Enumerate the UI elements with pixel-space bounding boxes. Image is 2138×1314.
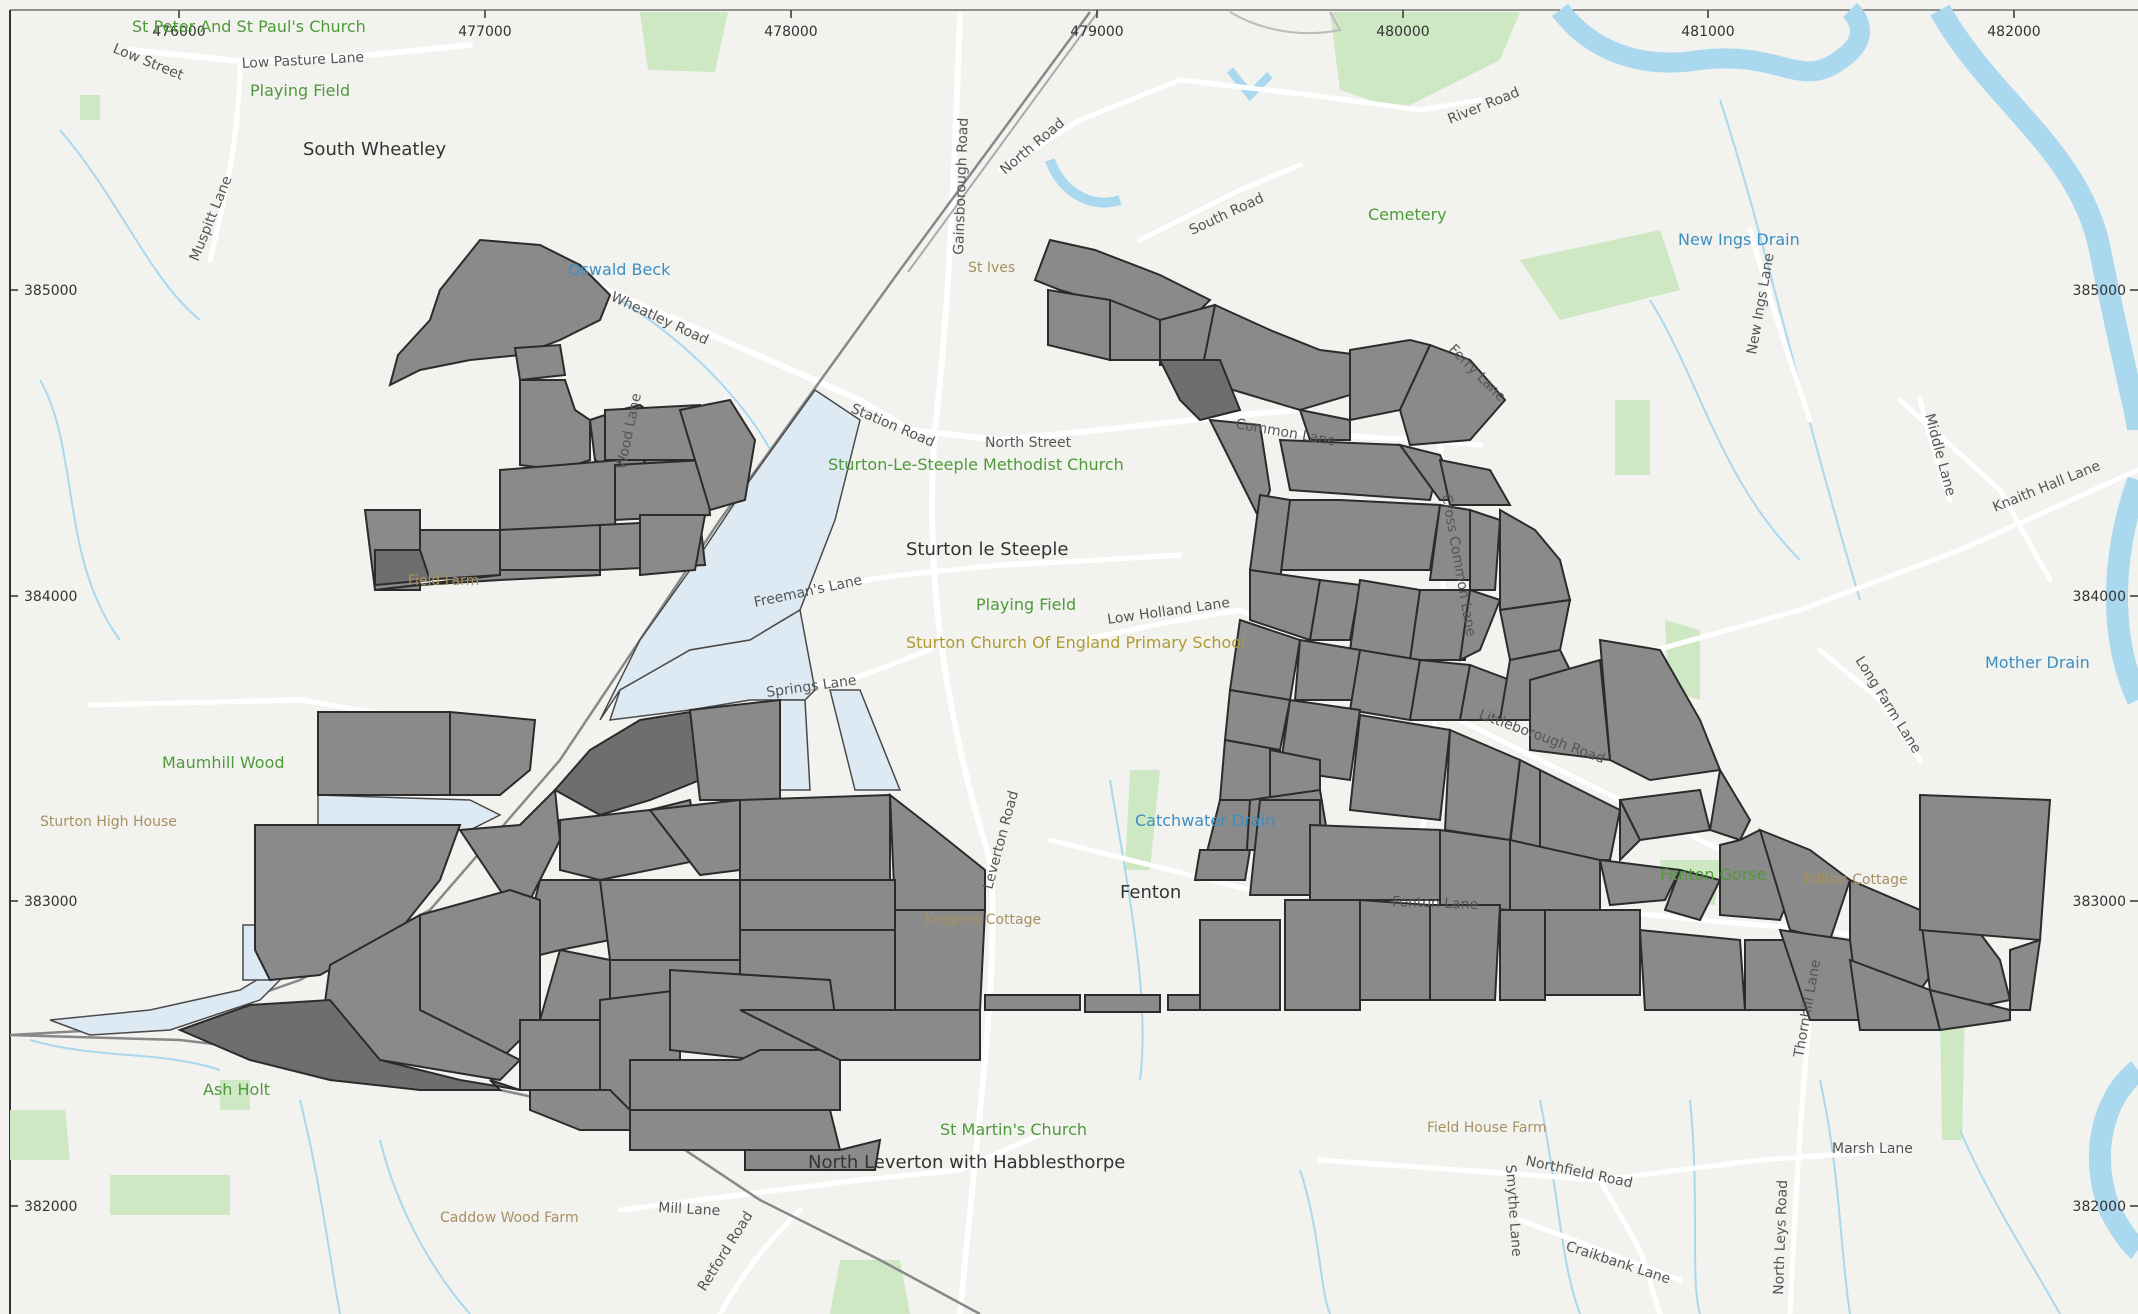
label-tollbar-cottage: Tollbar Cottage xyxy=(1801,872,1908,888)
road-label-marsh-lane: Marsh Lane xyxy=(1832,1141,1913,1157)
northing-label: 384000 xyxy=(24,589,77,605)
easting-label: 479000 xyxy=(1070,24,1123,40)
label-keepers-cottage: Keepers Cottage xyxy=(925,912,1041,928)
place-label-south-wheatley: South Wheatley xyxy=(303,139,446,160)
easting-label: 477000 xyxy=(458,24,511,40)
road-label-north-street: North Street xyxy=(985,435,1072,451)
label-st-peter-church: St Peter And St Paul's Church xyxy=(132,17,366,36)
label-sturton-high-house: Sturton High House xyxy=(40,814,177,830)
road-label-smythe-lane: Smythe Lane xyxy=(1502,1164,1524,1257)
top-ring-road xyxy=(1229,11,1342,35)
label-oswald-beck: Oswald Beck xyxy=(568,260,671,279)
northing-label: 383000 xyxy=(24,894,77,910)
easting-label: 482000 xyxy=(1987,24,2040,40)
northing-label: 382000 xyxy=(2073,1199,2126,1215)
label-ash-holt: Ash Holt xyxy=(203,1080,270,1099)
survey-fields xyxy=(177,238,2052,1171)
northing-label: 383000 xyxy=(2073,894,2126,910)
label-st-martins-church: St Martin's Church xyxy=(940,1120,1087,1139)
grid-ticks xyxy=(10,10,2138,1207)
easting-label: 478000 xyxy=(764,24,817,40)
easting-label: 480000 xyxy=(1376,24,1429,40)
northing-labels-left: 385000 384000 383000 382000 xyxy=(24,283,77,1215)
easting-label: 481000 xyxy=(1681,24,1734,40)
label-fenton-gorse: Fenton Gorse xyxy=(1660,865,1767,884)
road-label-fenton-lane: Fenton Lane xyxy=(1392,894,1479,913)
road-label-mill-lane: Mill Lane xyxy=(658,1200,721,1219)
poi-labels: St Ives Field Farm Sturton High House Ke… xyxy=(40,260,1908,1226)
label-catchwater-drain: Catchwater Drain xyxy=(1135,811,1275,830)
easting-labels: 476000 477000 478000 479000 480000 48100… xyxy=(152,24,2040,40)
rivers xyxy=(1045,2,2138,1259)
place-label-sturton: Sturton le Steeple xyxy=(906,539,1068,560)
label-new-ings-drain: New Ings Drain xyxy=(1678,230,1800,249)
label-methodist-church: Sturton-Le-Steeple Methodist Church xyxy=(828,455,1124,474)
place-label-fenton: Fenton xyxy=(1120,882,1181,903)
label-field-farm: Field Farm xyxy=(408,573,479,589)
water-labels: Oswald Beck New Ings Drain Catchwater Dr… xyxy=(568,230,2090,830)
northing-label: 385000 xyxy=(24,283,77,299)
label-primary-school: Sturton Church Of England Primary School xyxy=(906,633,1246,652)
label-cemetery: Cemetery xyxy=(1368,205,1447,224)
road-label-low-pasture-lane: Low Pasture Lane xyxy=(241,50,364,72)
northing-label: 385000 xyxy=(2073,283,2126,299)
road-label-north-leys-road: North Leys Road xyxy=(1771,1180,1791,1295)
northing-label: 384000 xyxy=(2073,589,2126,605)
label-maumhill-wood: Maumhill Wood xyxy=(162,753,285,772)
label-caddow-wood-farm: Caddow Wood Farm xyxy=(440,1210,579,1226)
road-label-gainsborough-road: Gainsborough Road xyxy=(951,117,972,255)
label-playing-field-sturton: Playing Field xyxy=(976,595,1076,614)
green-labels: St Peter And St Paul's Church Playing Fi… xyxy=(132,17,1767,1139)
easting-label: 476000 xyxy=(152,24,205,40)
northing-label: 382000 xyxy=(24,1199,77,1215)
place-label-north-leverton: North Leverton with Habblesthorpe xyxy=(808,1152,1125,1173)
green-areas xyxy=(10,12,1965,1314)
northing-labels-right: 385000 384000 383000 382000 xyxy=(2073,283,2126,1215)
label-field-house-farm: Field House Farm xyxy=(1427,1120,1547,1136)
label-st-ives: St Ives xyxy=(968,260,1015,276)
label-mother-drain: Mother Drain xyxy=(1985,653,2090,672)
unsurveyed-fields xyxy=(49,388,902,1036)
place-labels: South Wheatley Sturton le Steeple Fenton… xyxy=(303,139,1181,1173)
label-playing-field-north: Playing Field xyxy=(250,81,350,100)
